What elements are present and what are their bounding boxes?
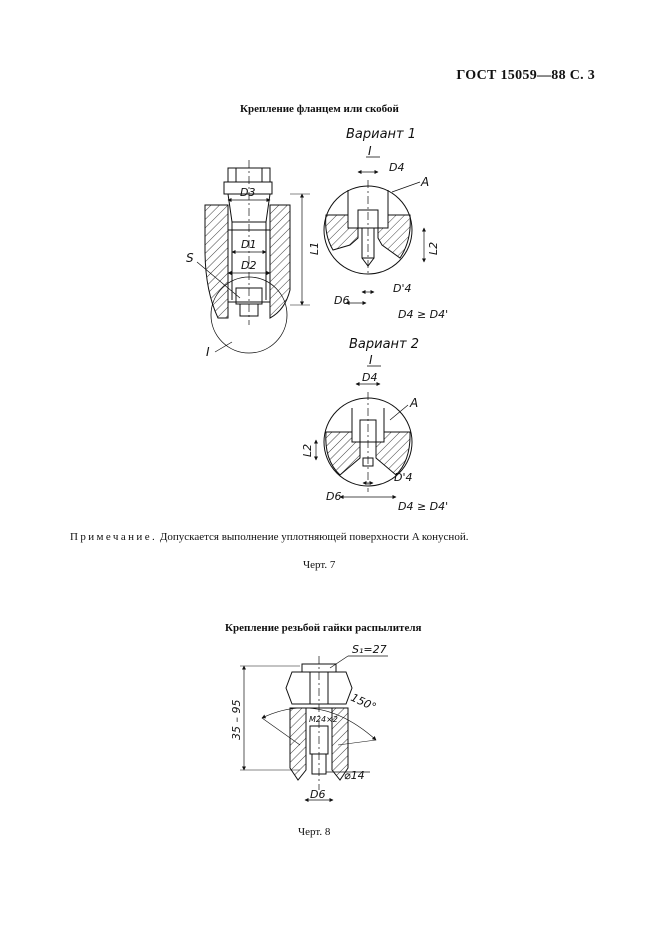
page-header: ГОСТ 15059—88 С. 3 (456, 68, 595, 83)
svg-text:L1: L1 (308, 242, 321, 255)
figure-8-caption: Черт. 8 (298, 826, 331, 838)
figure-7-caption: Черт. 7 (303, 559, 336, 571)
drawing-note: Примечание. Допускается выполнение уплот… (70, 531, 468, 543)
svg-text:D2: D2 (241, 259, 256, 272)
svg-text:A: A (409, 396, 418, 410)
svg-text:D'4: D'4 (393, 282, 412, 295)
svg-text:I: I (369, 353, 373, 367)
svg-text:D4: D4 (389, 161, 404, 174)
svg-text:D4 ≥ D4': D4 ≥ D4' (398, 500, 448, 513)
note-text: Допускается выполнение уплотняющей повер… (159, 531, 469, 543)
svg-text:150°: 150° (349, 691, 379, 714)
svg-text:D4 ≥ D4': D4 ≥ D4' (398, 308, 448, 321)
variant1-detail (323, 169, 427, 306)
svg-text:I: I (368, 144, 372, 158)
section1-title: Крепление фланцем или скобой (240, 103, 399, 115)
variant2-detail (313, 381, 413, 500)
svg-text:D4: D4 (362, 371, 377, 384)
svg-text:D6: D6 (326, 490, 341, 503)
svg-text:A: A (420, 175, 429, 189)
variant1-label: Вариант 1 (346, 127, 416, 142)
svg-text:D6: D6 (334, 294, 349, 307)
svg-text:D3: D3 (240, 186, 255, 199)
svg-text:M24×2: M24×2 (309, 715, 338, 724)
svg-text:D6: D6 (310, 788, 325, 801)
svg-text:35 – 95: 35 – 95 (230, 700, 243, 741)
svg-text:S: S (186, 251, 194, 265)
svg-text:L2: L2 (427, 242, 440, 255)
svg-text:S₁=27: S₁=27 (352, 643, 387, 656)
svg-text:I: I (206, 345, 210, 359)
svg-text:D'4: D'4 (394, 471, 413, 484)
svg-text:L2: L2 (301, 444, 314, 457)
note-lead: Примечание. (70, 531, 158, 543)
variant2-label: Вариант 2 (349, 337, 419, 352)
svg-text:D1: D1 (241, 238, 256, 251)
thread-nut-view (240, 655, 388, 803)
flange-main-view (196, 160, 310, 354)
svg-text:⌀14: ⌀14 (344, 769, 365, 782)
section2-title: Крепление резьбой гайки распылителя (225, 622, 422, 634)
